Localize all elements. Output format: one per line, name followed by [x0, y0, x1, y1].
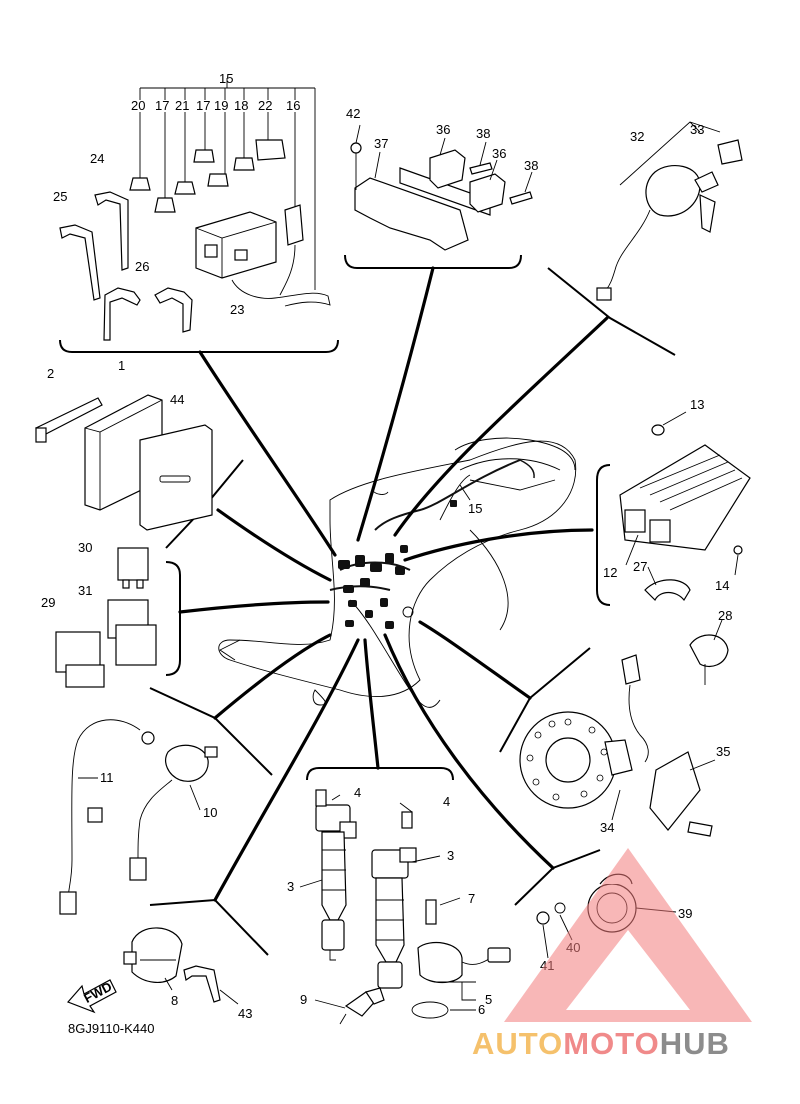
- watermark-moto: MOTO: [563, 1026, 659, 1061]
- fuse-box-group: [59, 78, 331, 341]
- callout-15-mid: 15: [468, 501, 482, 516]
- ignition-switch-group: [596, 121, 743, 301]
- callout-labels: 15 20 17 21 17 19 18 22 16 24 25 26 23 4…: [41, 71, 732, 1021]
- callout-39: 39: [678, 906, 692, 921]
- watermark-logo: AUTOMOTOHUB: [472, 848, 752, 1061]
- ecu-group: [35, 394, 213, 531]
- relay-bracket-group: [350, 124, 533, 251]
- callout-10: 10: [203, 805, 217, 820]
- svg-text:AUTOMOTOHUB: AUTOMOTOHUB: [472, 1026, 730, 1061]
- pressure-sensor-group: [123, 927, 239, 1005]
- callout-19: 19: [214, 98, 228, 113]
- relays-group: [55, 547, 157, 688]
- callout-36a: 36: [436, 122, 450, 137]
- callout-18: 18: [234, 98, 248, 113]
- callout-30: 30: [78, 540, 92, 555]
- callout-38b: 38: [524, 158, 538, 173]
- callout-32: 32: [630, 129, 644, 144]
- callout-4b: 4: [443, 794, 450, 809]
- watermark-hub: HUB: [660, 1026, 730, 1061]
- callout-44: 44: [170, 392, 184, 407]
- watermark-auto: AUTO: [472, 1026, 563, 1061]
- group-brackets: [59, 254, 676, 956]
- callout-27: 27: [633, 559, 647, 574]
- callout-28: 28: [718, 608, 732, 623]
- forward-direction-arrow-icon: FWD: [66, 979, 117, 1014]
- callout-36b: 36: [492, 146, 506, 161]
- callout-leader-15-mid: [459, 484, 471, 501]
- callout-42: 42: [346, 106, 360, 121]
- callout-37: 37: [374, 136, 388, 151]
- callout-3b: 3: [287, 879, 294, 894]
- callout-33: 33: [690, 122, 704, 137]
- callout-31: 31: [78, 583, 92, 598]
- callout-4a: 4: [354, 785, 361, 800]
- callout-38a: 38: [476, 126, 490, 141]
- callout-35: 35: [716, 744, 730, 759]
- callout-6: 6: [478, 1002, 485, 1017]
- sensor-cable-group: [59, 719, 218, 915]
- callout-9: 9: [300, 992, 307, 1007]
- callout-26: 26: [135, 259, 149, 274]
- callout-2: 2: [47, 366, 54, 381]
- callout-7: 7: [468, 891, 475, 906]
- callout-11: 11: [100, 770, 114, 785]
- pickup-coil-group: [519, 654, 716, 837]
- ignition-coil-group: [299, 789, 511, 1025]
- callout-1: 1: [118, 358, 125, 373]
- callout-3a: 3: [447, 848, 454, 863]
- watermark-triangle-icon: [504, 848, 752, 1022]
- callout-8: 8: [171, 993, 178, 1008]
- callout-17b: 17: [196, 98, 210, 113]
- callout-25: 25: [53, 189, 67, 204]
- callout-21: 21: [175, 98, 189, 113]
- callout-16: 16: [286, 98, 300, 113]
- callout-24: 24: [90, 151, 104, 166]
- callout-15-top: 15: [219, 71, 233, 86]
- motorcycle-frame-illustration: [218, 437, 577, 708]
- rectifier-regulator-group: [619, 411, 751, 685]
- callout-12: 12: [603, 565, 617, 580]
- group-leader-lines: [178, 266, 609, 902]
- drawing-code: 8GJ9110-K440: [68, 1021, 155, 1036]
- callout-34: 34: [600, 820, 614, 835]
- callout-5: 5: [485, 992, 492, 1007]
- callout-13: 13: [690, 397, 704, 412]
- callout-22: 22: [258, 98, 272, 113]
- callout-14: 14: [715, 578, 729, 593]
- callout-20: 20: [131, 98, 145, 113]
- callout-43: 43: [238, 1006, 252, 1021]
- callout-23: 23: [230, 302, 244, 317]
- callout-29: 29: [41, 595, 55, 610]
- callout-17a: 17: [155, 98, 169, 113]
